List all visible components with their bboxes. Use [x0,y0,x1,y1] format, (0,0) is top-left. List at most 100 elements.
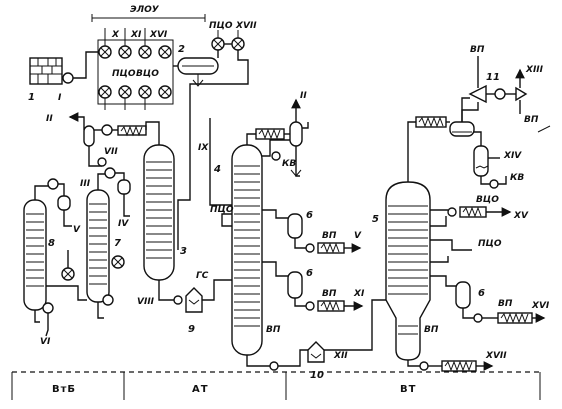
gs-label: ГС [196,271,209,281]
raw-oil-tank [29,57,63,85]
vco-vt-label: ВЦО [476,195,499,205]
section-elou-label: ЭЛОУ [130,5,160,15]
column-7-trays [89,203,107,285]
column-4 [231,144,263,356]
stream-xiii-label: XIII [525,65,544,75]
stripper-6a-pump [305,243,315,253]
stream-i-label: I [58,93,62,103]
col4-bottom-pump [269,361,279,371]
stream-v-mid-label: V [354,231,362,241]
unit-2-label: 2 [178,44,185,55]
stream-xv-label: XV [513,211,529,221]
column-3 [143,144,175,281]
col4-reflux-pump [271,151,281,161]
vco-pump [447,207,457,217]
col5-separator [449,121,475,137]
vp-at-3-label: ВП [266,325,281,335]
unit-4-label: 4 [213,164,221,175]
unit-6c-label: 6 [478,288,485,299]
col4-reflux-drum [289,121,303,147]
vp-right-label: ВП [524,115,539,125]
unit-6b-label: 6 [306,268,313,279]
col8-reflux-drum [57,195,71,211]
stream-x-top-label: X [111,30,120,40]
pco-elou-2-label: ПЦО [209,21,233,31]
vco-elou-label: ВЦО [136,69,159,79]
vp-vt-2-label: ВП [498,299,513,309]
pco-at-label: ПЦО [210,205,234,215]
col8-reboiler [42,302,54,314]
vp-top-label: ВП [470,45,485,55]
vp-at-1-label: ВП [322,231,337,241]
ejector-stage-2 [515,86,528,102]
section-vtb-label: ВтБ [52,384,76,395]
col5-barometric-tank [473,145,489,177]
col3-condenser-icon [101,124,113,136]
column-8 [23,199,47,311]
kv-at-label: КВ [282,159,296,169]
stream-viii-label: VIII [137,297,155,307]
col8-condenser [47,178,59,190]
stray-arrow-icon [537,125,551,133]
column-7 [86,189,110,303]
stream-xvii-bot-label: XVII [485,351,507,361]
col5-separator-pump [489,179,499,189]
stream-v-left-label: V [73,225,81,235]
column-3-trays [146,161,172,259]
furnace-10 [307,341,325,363]
stripper-6c-pump [473,313,483,323]
unit-3-label: 3 [180,246,187,257]
pco-elou-1-label: ПЦО [112,69,136,79]
column-8-trays [26,213,44,287]
stream-iv-label: IV [118,219,129,229]
unit-8-label: 8 [48,238,55,249]
unit-6a-label: 6 [306,210,313,221]
stream-vii-label: VII [104,147,118,157]
vacuum-column-5 [385,181,431,361]
unit-1-label: 1 [28,92,35,103]
stream-ii-top-label: II [300,91,307,101]
stream-xvi-right-label: XVI [531,301,550,311]
elou-bracket [91,14,206,22]
kv-vt-label: КВ [510,173,524,183]
col3-bottom-pump [173,295,183,305]
vp-vt-1-label: ВП [424,325,439,335]
pco-vt-label: ПЦО [478,239,502,249]
vp-at-2-label: ВП [322,289,337,299]
stripper-6a [287,213,303,239]
col5-bottom-pump [419,361,429,371]
column-4-trays [234,165,260,327]
stripper-6b-pump [305,301,315,311]
stream-iii-label: III [80,179,91,189]
unit-10-label: 10 [310,370,324,381]
stream-ii-left-label: II [46,114,53,124]
section-vt-label: ВТ [400,384,416,395]
stream-ix-label: IX [198,143,209,153]
stream-xi-top-label: XI [130,30,142,40]
stripper-6c [455,281,471,309]
stream-xvii-top-label: XVII [235,21,257,31]
column-5-trays [388,205,428,335]
stream-xi-mid-label: XI [353,289,365,299]
col7-condenser [104,167,116,179]
stripper-6b [287,271,303,299]
col3-reflux-pump [97,157,107,167]
unit-5-label: 5 [372,214,379,225]
furnace-9 [185,287,203,313]
elou-heat-exchangers [97,28,174,110]
unit-9-label: 9 [188,324,195,335]
unit-11-label: 11 [486,72,500,83]
section-dividers [11,371,541,400]
col3-reflux-drum [83,125,95,147]
stream-vi-label: VI [40,337,51,347]
section-at-label: АТ [192,384,209,395]
stream-xii-label: XII [333,351,348,361]
feed-pump-icon [62,72,74,84]
unit-7-label: 7 [114,238,121,249]
stream-xvi-top-label: XVI [149,30,168,40]
ejector-condenser-icon [494,88,506,100]
steam-ejector-11 [468,84,487,104]
col7-reflux-drum [117,179,131,195]
stream-xiv-label: XIV [503,151,522,161]
